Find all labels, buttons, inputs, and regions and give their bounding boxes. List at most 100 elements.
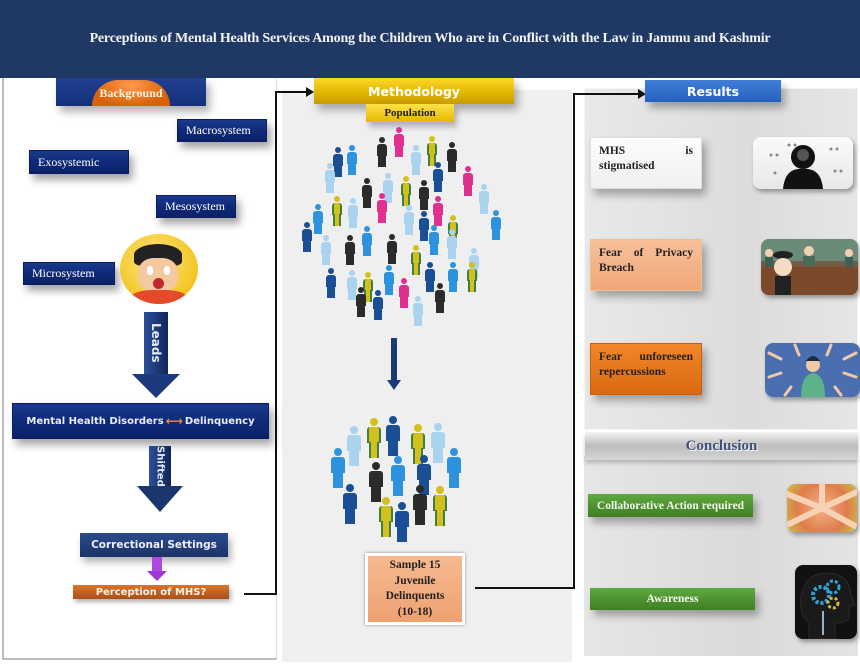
person-figure-icon [418, 211, 430, 241]
purple-down-arrow-icon [147, 557, 167, 581]
bidirectional-arrow-icon: ⟷ [165, 414, 183, 428]
person-figure-icon [342, 484, 358, 524]
person-figure-icon [324, 163, 336, 193]
person-figure-icon [368, 462, 384, 502]
joined-hands-photo [787, 484, 857, 532]
person-figure-icon [325, 268, 337, 298]
connector-arrowhead-icon [638, 89, 646, 99]
result-privacy-breach: Fear of Privacy Breach [590, 239, 702, 291]
person-figure-icon [416, 455, 432, 495]
mental-health-delinquency-bar: Mental Health Disorders ⟷ Delinquency [12, 403, 269, 439]
person-figure-icon [403, 205, 415, 235]
person-figure-icon [331, 196, 343, 226]
shifted-arrow-icon: Shifted [137, 446, 183, 512]
background-panel [2, 78, 277, 660]
microsystem-label: Microsystem [23, 262, 115, 285]
sample-description: Sample 15 Juvenile Delinquents (10-18) [365, 553, 465, 625]
delinquency-label: Delinquency [184, 415, 255, 427]
person-figure-icon [426, 136, 438, 166]
person-figure-icon [394, 502, 410, 542]
person-figure-icon [355, 287, 367, 317]
person-figure-icon [393, 127, 405, 157]
correctional-settings-label: Correctional Settings [80, 533, 228, 557]
courtroom-illustration [761, 239, 858, 295]
person-figure-icon [432, 162, 444, 192]
results-heading: Results [645, 80, 781, 102]
person-figure-icon [412, 485, 428, 525]
person-figure-icon [376, 137, 388, 167]
connector-line [573, 93, 575, 588]
macrosystem-label: Macrosystem [177, 119, 267, 142]
poster-header: Perceptions of Mental Health Services Am… [0, 0, 860, 78]
person-figure-icon [346, 426, 362, 466]
person-figure-icon [410, 145, 422, 175]
person-figure-icon [332, 147, 344, 177]
poster-title: Perceptions of Mental Health Services Am… [89, 31, 771, 46]
conclusion-collaborative-action: Collaborative Action required [588, 494, 753, 517]
background-heading: Background [92, 80, 170, 106]
person-figure-icon [361, 178, 373, 208]
person-figure-icon [466, 262, 478, 292]
person-figure-icon [346, 145, 358, 175]
connector-line [275, 91, 277, 594]
person-figure-icon [383, 265, 395, 295]
person-figure-icon [410, 245, 422, 275]
person-figure-icon [347, 198, 359, 228]
leads-arrow-icon: Leads [132, 312, 180, 398]
conclusion-heading: Conclusion [585, 432, 858, 460]
person-figure-icon [376, 193, 388, 223]
person-figure-icon [430, 423, 446, 463]
shifted-label: Shifted [154, 445, 166, 487]
person-figure-icon [366, 418, 382, 458]
exosystemic-label: Exosystemic [29, 150, 129, 174]
person-figure-icon [412, 296, 424, 326]
person-figure-icon [361, 226, 373, 256]
person-figure-icon [320, 235, 332, 265]
result-text: MHS [599, 145, 626, 157]
person-figure-icon [385, 416, 401, 456]
person-figure-icon [424, 262, 436, 292]
head-gears-icon [795, 565, 857, 639]
person-figure-icon [301, 222, 313, 252]
result-text: stigmatised [599, 160, 655, 172]
person-figure-icon [312, 204, 324, 234]
methodology-heading: Methodology [314, 78, 514, 104]
person-figure-icon [462, 166, 474, 196]
connector-line [244, 593, 277, 595]
sample-down-arrow-icon [387, 338, 401, 390]
connector-line [475, 587, 575, 589]
person-figure-icon [446, 142, 458, 172]
stigma-head-icon [753, 137, 853, 189]
confused-child-icon [120, 234, 198, 304]
person-figure-icon [344, 235, 356, 265]
person-figure-icon [400, 176, 412, 206]
person-figure-icon [372, 290, 384, 320]
person-figure-icon [478, 184, 490, 214]
person-figure-icon [490, 210, 502, 240]
mesosystem-label: Mesosystem [156, 195, 236, 218]
person-figure-icon [398, 278, 410, 308]
person-figure-icon [346, 270, 358, 300]
connector-arrowhead-icon [306, 87, 314, 97]
person-figure-icon [390, 456, 406, 496]
perception-of-mhs-label: Perception of MHS? [73, 585, 229, 599]
person-figure-icon [386, 234, 398, 264]
leads-label: Leads [149, 323, 163, 363]
person-figure-icon [446, 448, 462, 488]
result-text: is [685, 145, 693, 157]
person-figure-icon [428, 225, 440, 255]
connector-line [573, 93, 639, 95]
person-figure-icon [446, 229, 458, 259]
person-figure-icon [432, 486, 448, 526]
person-figure-icon [382, 173, 394, 203]
person-figure-icon [418, 180, 430, 210]
person-figure-icon [434, 283, 446, 313]
result-unforeseen-repercussions: Fear unforeseen repercussions [590, 343, 702, 395]
person-figure-icon [330, 448, 346, 488]
connector-line [275, 91, 307, 93]
person-figure-icon [378, 497, 394, 537]
mental-health-disorders-label: Mental Health Disorders [26, 415, 164, 427]
person-figure-icon [447, 262, 459, 292]
population-label: Population [366, 104, 454, 122]
result-stigmatised: MHS is stigmatised [590, 137, 702, 189]
